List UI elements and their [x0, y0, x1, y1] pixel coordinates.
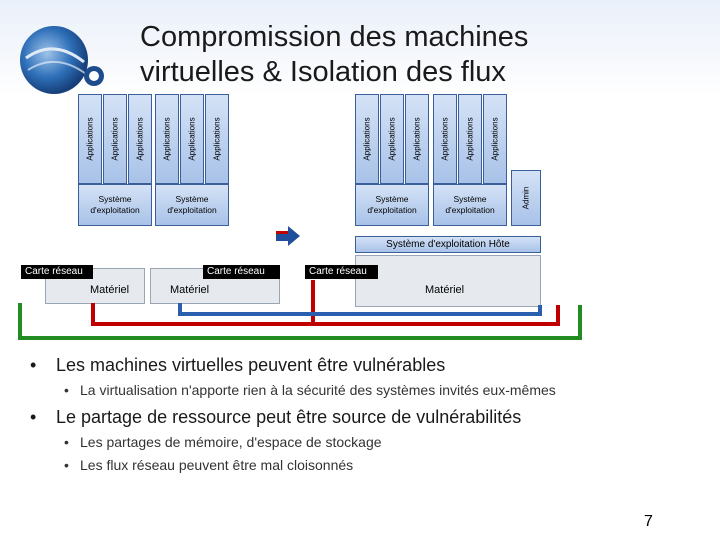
page-number: 7 [644, 513, 653, 530]
sub-bullet-item: •Les partages de mémoire, d'espace de st… [64, 434, 382, 450]
app-box: Applications [155, 94, 179, 184]
hardware-label: Matériel [425, 284, 465, 296]
title-line-2: virtuelles & Isolation des flux [140, 56, 506, 88]
host-os-bar: Système d'exploitation Hôte [355, 236, 541, 253]
network-card-label: Carte réseau [203, 265, 280, 279]
guest-os-box: Système d'exploitation [355, 184, 429, 226]
guest-os-box: Système d'exploitation [433, 184, 507, 226]
app-box: Applications [483, 94, 507, 184]
sub-bullet-item: •Les flux réseau peuvent être mal cloiso… [64, 457, 354, 473]
app-box: Applications [433, 94, 457, 184]
green-network [18, 303, 582, 340]
app-box: Applications [78, 94, 102, 184]
app-box: Applications [128, 94, 152, 184]
guest-os-box: Système d'exploitation [78, 184, 152, 226]
admin-box: Admin [511, 170, 541, 226]
network-card-label: Carte réseau [21, 265, 93, 279]
app-box: Applications [405, 94, 429, 184]
hardware-box-right [355, 255, 541, 307]
guest-os-box: Système d'exploitation [155, 184, 229, 226]
blue-arrow-icon [276, 226, 300, 246]
bullet-item: •Les machines virtuelles peuvent être vu… [30, 355, 446, 375]
app-box: Applications [205, 94, 229, 184]
blue-network [178, 303, 542, 316]
title-line-1: Compromission des machines [140, 21, 529, 53]
hardware-label: Matériel [90, 284, 130, 296]
app-box: Applications [103, 94, 127, 184]
slide-title: Compromission des machines virtuelles & … [140, 20, 700, 90]
sub-bullet-item: •La virtualisation n'apporte rien à la s… [64, 382, 556, 398]
bullet-item: •Le partage de ressource peut être sourc… [30, 407, 522, 427]
app-box: Applications [180, 94, 204, 184]
app-box: Applications [380, 94, 404, 184]
red-network [91, 280, 560, 326]
header-band [0, 0, 720, 95]
app-box: Applications [355, 94, 379, 184]
app-box: Applications [458, 94, 482, 184]
logo-globe-icon [20, 26, 104, 94]
network-card-label: Carte réseau [305, 265, 378, 279]
hardware-label: Matériel [170, 284, 210, 296]
